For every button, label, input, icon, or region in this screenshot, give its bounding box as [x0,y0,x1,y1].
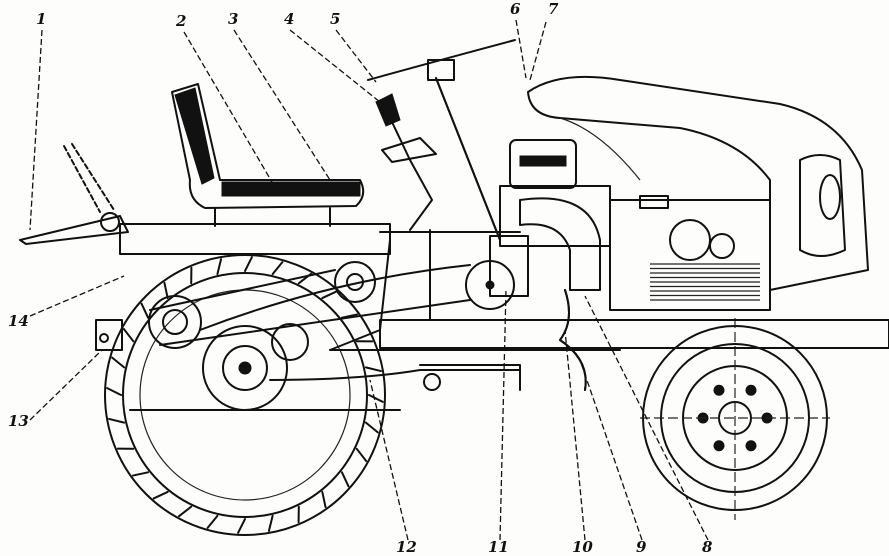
tire-lug [140,302,150,319]
linkage-rods [329,239,521,391]
tire-lug [321,490,327,509]
front-wheel [640,318,830,520]
leader-8 [584,295,709,541]
leader-13 [29,349,103,421]
tire-lug [244,256,253,272]
leader-11 [499,289,507,541]
tire-lug [340,471,350,488]
tire-lug [106,387,122,396]
tire-lug [271,261,284,276]
tire-lug [206,514,219,529]
callout-2: 2 [175,12,186,30]
callout-13: 13 [8,412,29,430]
belt-drive [148,260,521,381]
callout-8: 8 [702,538,713,556]
wheel-bolt [745,384,757,396]
leader-10 [564,329,586,541]
tire-lug [355,447,368,463]
callout-5: 5 [330,10,340,28]
tire-lug [131,471,150,477]
leader-1 [29,29,43,231]
engine-hood [527,75,869,291]
callout-4: 4 [284,10,294,28]
leader-12 [369,379,409,541]
leader-7 [529,21,547,81]
tire-lug [267,514,274,532]
tire-lug [216,258,223,276]
leader-9 [579,359,643,541]
leader-6 [515,19,527,79]
callout-14: 14 [8,312,29,330]
callout-9: 9 [636,538,647,556]
callout-6: 6 [510,0,521,18]
leader-2 [183,31,273,183]
tire-lug [237,518,246,534]
seat [171,83,365,227]
callout-3: 3 [228,10,238,28]
tire-lug [364,421,379,434]
tire-lug [368,394,384,403]
gear-lever [375,93,437,231]
wheel-bolt [745,440,757,452]
callout-10: 10 [572,538,593,556]
tire-lug [364,366,382,373]
tire-lug [340,313,359,319]
tire-lug [177,505,193,518]
rear-hitch [19,143,129,351]
leader-14 [29,275,125,317]
callout-12: 12 [396,538,417,556]
engine-block [499,139,771,311]
callout-labels: 1 2 3 4 5 6 7 8 9 10 11 12 13 14 [8,0,713,556]
tire-lug [122,327,135,343]
leader-4 [289,29,381,103]
leader-lines [29,19,709,541]
tire-lug [111,356,126,369]
callout-11: 11 [488,538,509,556]
callout-1: 1 [36,10,46,28]
steering-assembly [367,39,529,297]
tire-lug [163,281,169,300]
leader-5 [335,29,377,83]
tire-lug [321,290,338,300]
rear-wheel [104,254,386,536]
tire-lug [152,490,169,500]
leader-3 [233,29,331,181]
exhaust-pipe [559,289,587,391]
wheel-bolt [713,440,725,452]
wheel-bolt [713,384,725,396]
tire-lug [108,417,126,424]
callout-7: 7 [548,0,559,18]
